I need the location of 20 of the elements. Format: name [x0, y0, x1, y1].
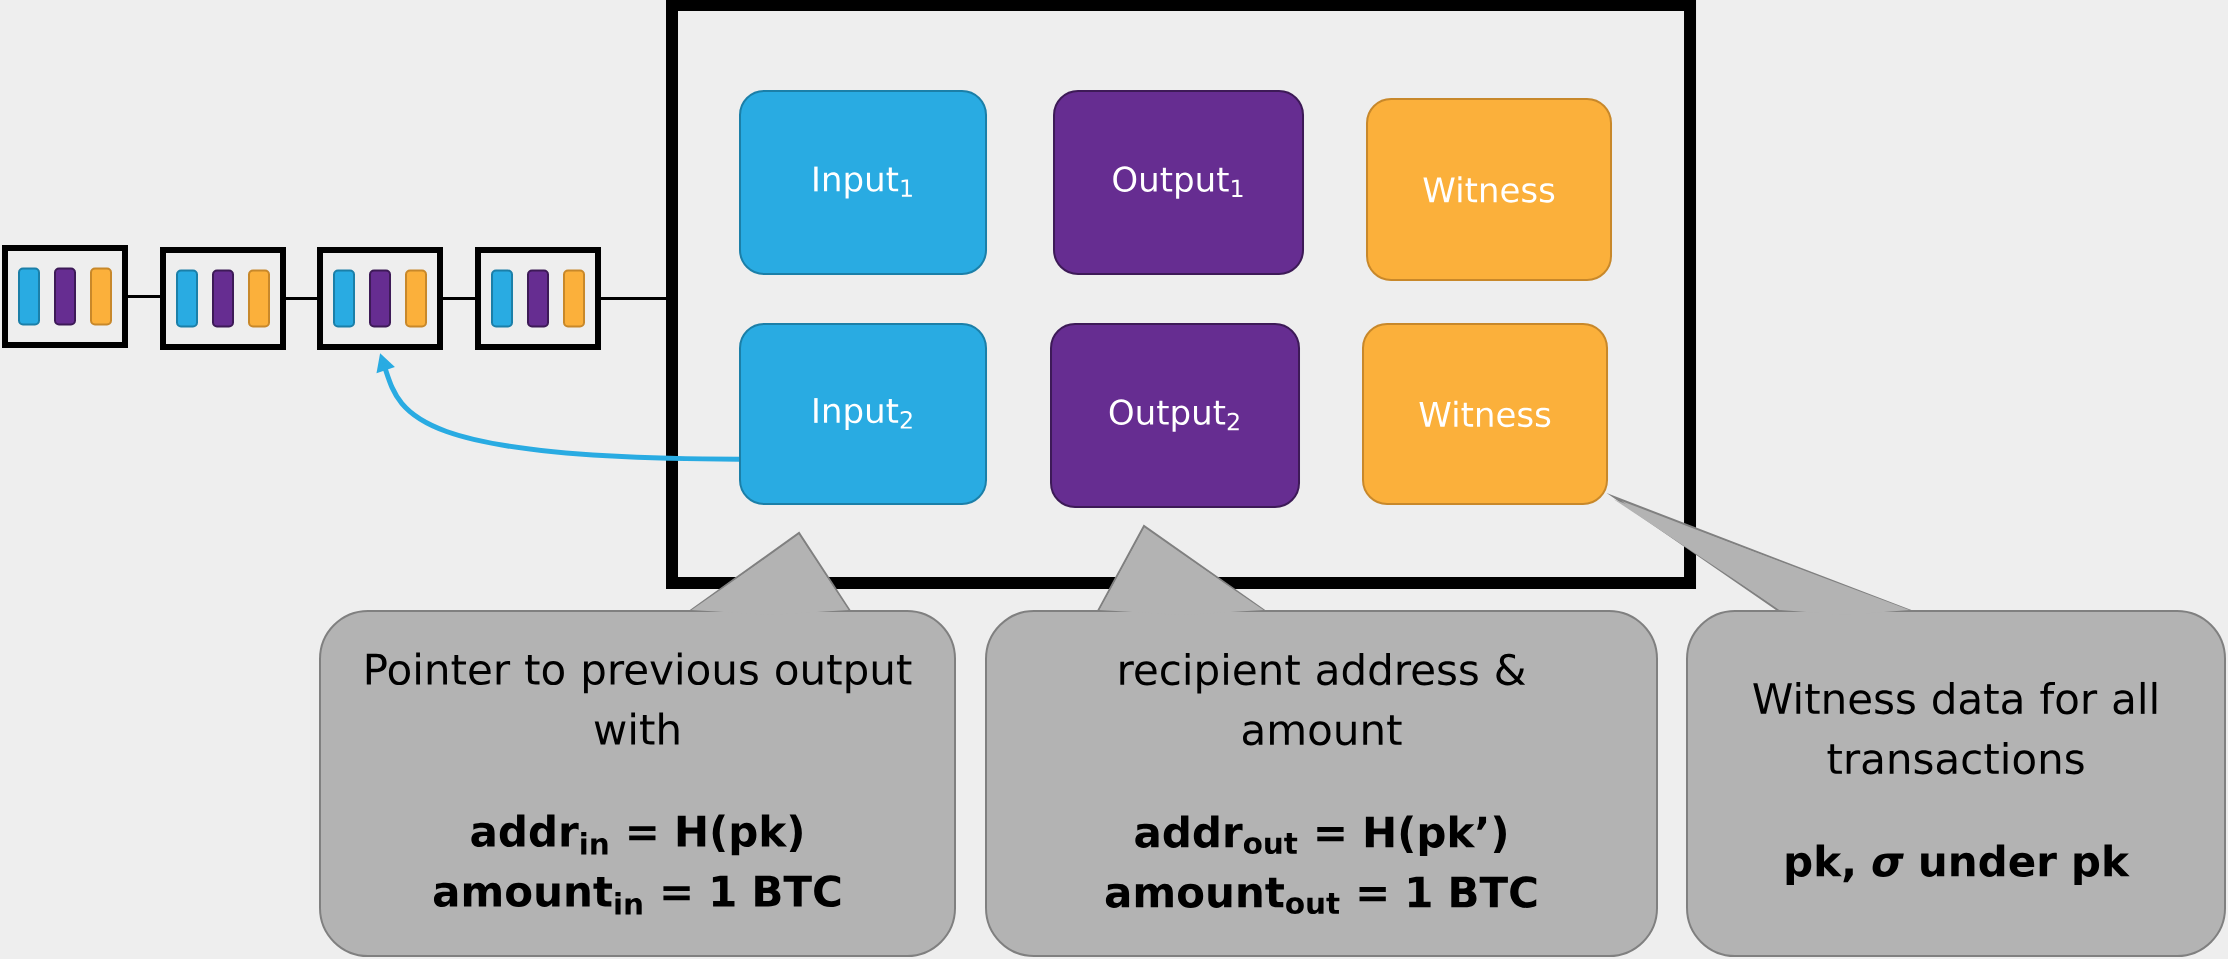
callout-bubble: Witness data for all transactions pk, σ under pk	[1606, 493, 2227, 957]
output-box: Output$_{2}$	[1050, 323, 1300, 508]
connector-line	[443, 297, 475, 300]
connector-line	[286, 297, 317, 300]
callout-bubble: recipient address & amount addr$_{out}$ = H(pk’) amount$_{out}$ = 1 BTC	[985, 524, 1658, 957]
block-frame	[666, 0, 1696, 589]
input-box: Input$_{1}$	[739, 90, 987, 275]
witness-box: Witness	[1366, 98, 1612, 281]
node-label: pk, σ under pk	[1786, 844, 2130, 886]
connector-line	[128, 295, 160, 298]
node-label: Witness data for all transactions	[1753, 681, 2157, 775]
input-box: Input$_{2}$	[739, 323, 987, 505]
block-drawing	[317, 247, 443, 350]
block-drawing	[2, 245, 128, 348]
output-box: Output$_{1}$	[1053, 90, 1304, 275]
callout-bubble: Pointer to previous output with addr$_{in}$ = H(pk) amount$_{in}$ = 1 BTC	[319, 531, 956, 957]
witness-box: Witness	[1362, 323, 1608, 505]
block-drawing	[475, 247, 601, 350]
block-drawing	[160, 247, 286, 350]
connector-line	[601, 297, 666, 300]
